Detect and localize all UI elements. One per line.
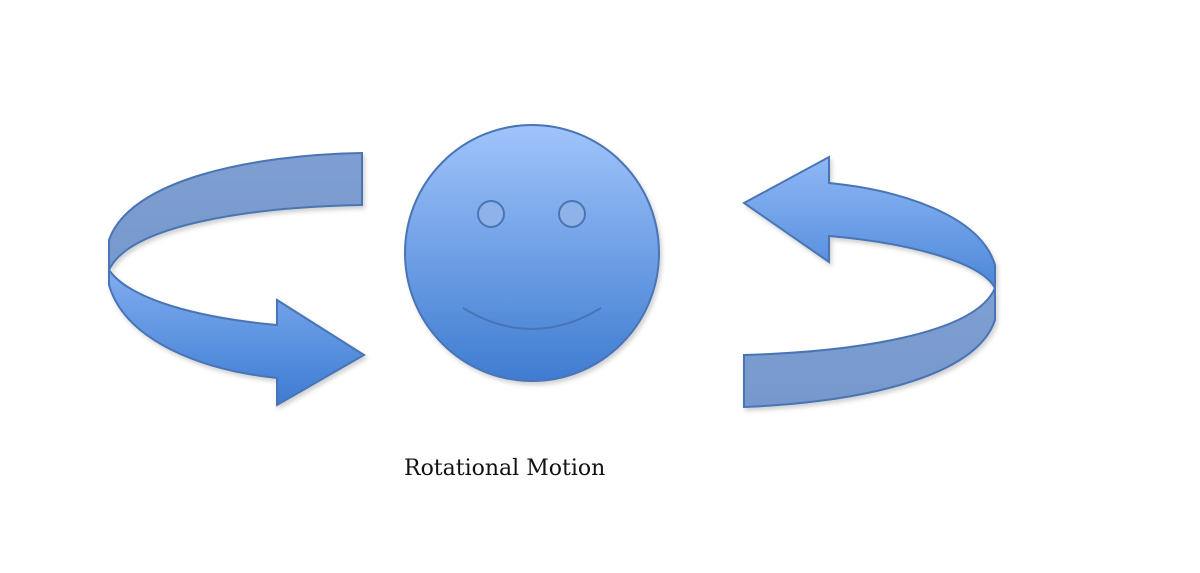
left-arrow-front-band [108, 240, 366, 407]
right-curved-arrow-icon [742, 155, 996, 409]
left-eye [477, 200, 505, 228]
left-curved-arrow-icon [108, 151, 366, 407]
right-eye [558, 200, 586, 228]
left-arrow-back-band [108, 151, 363, 271]
smile-mouth [462, 307, 602, 330]
right-arrow-front-band [742, 155, 996, 320]
face-circle [404, 124, 660, 382]
diagram-caption: Rotational Motion [404, 456, 606, 481]
smiley-face-icon [404, 124, 660, 382]
right-arrow-back-band [743, 287, 996, 409]
